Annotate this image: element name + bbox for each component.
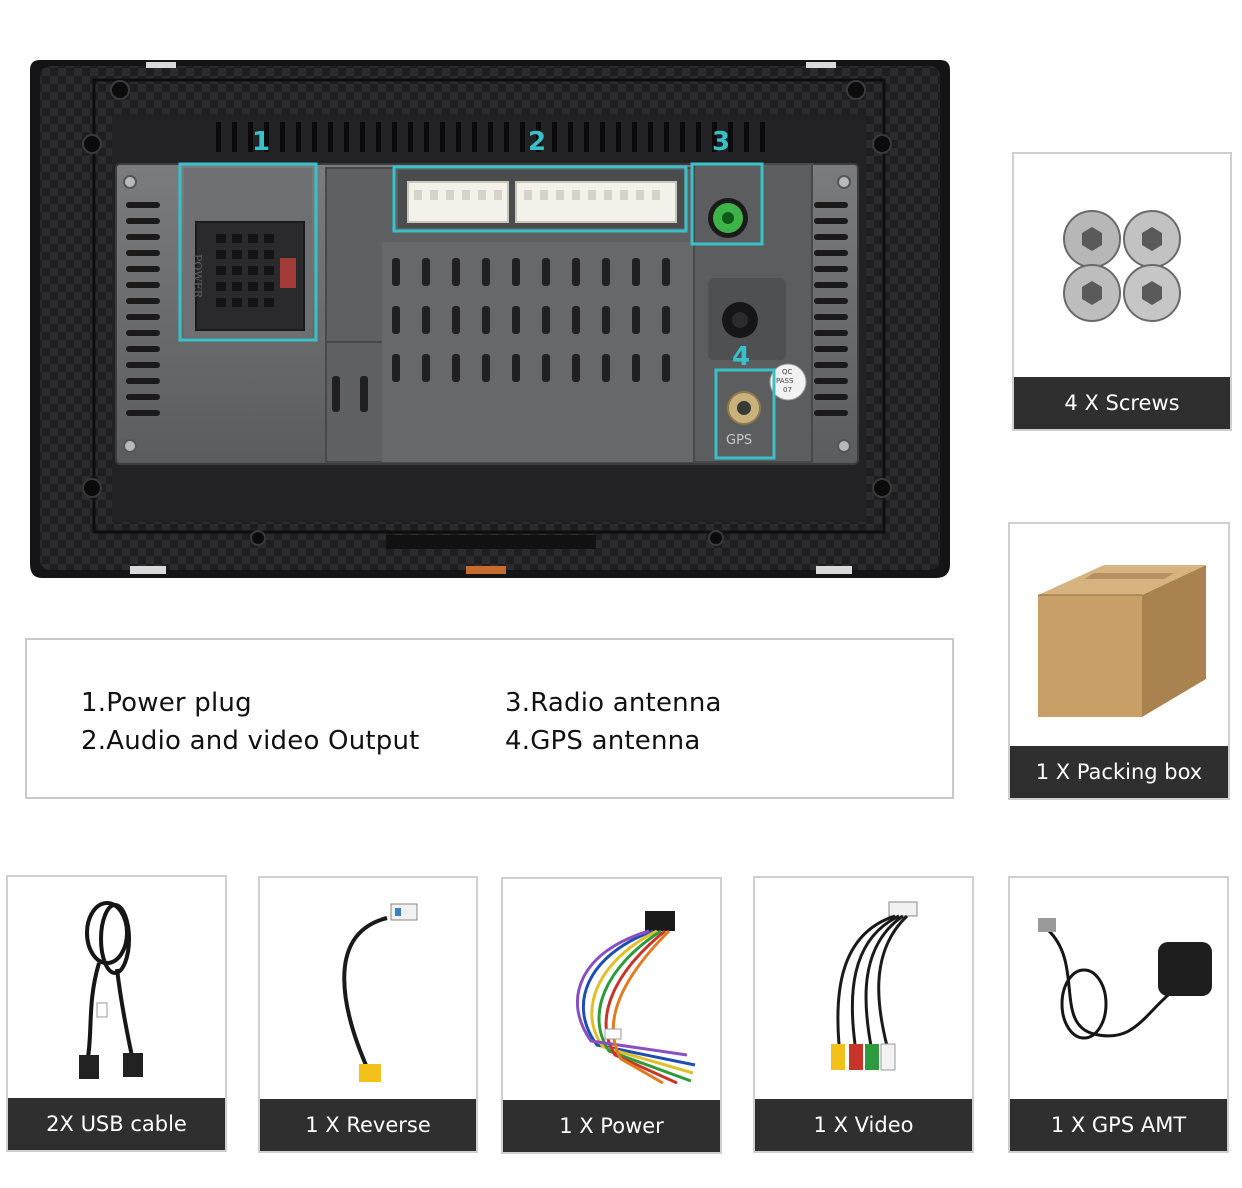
power-caption: 1 X Power: [503, 1100, 720, 1152]
accessory-card-video: 1 X Video: [753, 876, 974, 1153]
qc-sticker-line3: 07: [783, 386, 792, 394]
head-unit-rear-image: POWER GPS QC PASS 07: [26, 52, 952, 582]
qc-sticker-line2: PASS: [776, 377, 794, 385]
legend-item-power-plug: 1.Power plug: [81, 688, 252, 718]
accessory-card-usb-cable: 2X USB cable: [6, 875, 227, 1152]
packing-box-caption: 1 X Packing box: [1010, 746, 1228, 798]
callout-number-3: 3: [712, 127, 730, 157]
accessory-card-gps-antenna: 1 X GPS AMT: [1008, 876, 1229, 1153]
gps-antenna-image: [1010, 878, 1227, 1099]
usb-cable-caption: 2X USB cable: [8, 1098, 225, 1150]
screws-caption: 4 X Screws: [1014, 377, 1230, 429]
reverse-cable-image: [260, 878, 476, 1099]
legend-item-gps-antenna: 4.GPS antenna: [505, 726, 701, 756]
reverse-caption: 1 X Reverse: [260, 1099, 476, 1151]
callout-box-3: [690, 162, 764, 246]
packing-box-image: [1010, 524, 1228, 746]
callout-number-4: 4: [732, 342, 750, 372]
callout-box-2: [392, 165, 688, 233]
accessory-card-reverse: 1 X Reverse: [258, 876, 478, 1153]
accessory-card-screws: 4 X Screws: [1012, 152, 1232, 431]
accessory-card-power: 1 X Power: [501, 877, 722, 1154]
power-connector-label: POWER: [191, 254, 204, 299]
callout-box-4: [714, 368, 776, 460]
screws-image: [1014, 154, 1230, 377]
usb-cable-image: [8, 877, 225, 1098]
gps-port-label: GPS: [726, 433, 752, 448]
legend-item-radio-antenna: 3.Radio antenna: [505, 688, 722, 718]
gps-antenna-caption: 1 X GPS AMT: [1010, 1099, 1227, 1151]
legend-item-av-output: 2.Audio and video Output: [81, 726, 420, 756]
video-caption: 1 X Video: [755, 1099, 972, 1151]
connector-legend: 1.Power plug 2.Audio and video Output 3.…: [25, 638, 954, 799]
callout-box-1: [178, 162, 318, 342]
callout-number-1: 1: [252, 127, 270, 157]
accessory-card-packing-box: 1 X Packing box: [1008, 522, 1230, 800]
power-harness-image: [503, 879, 720, 1100]
callout-number-2: 2: [528, 127, 546, 157]
video-cable-image: [755, 878, 972, 1099]
qc-sticker-line1: QC: [782, 368, 793, 376]
